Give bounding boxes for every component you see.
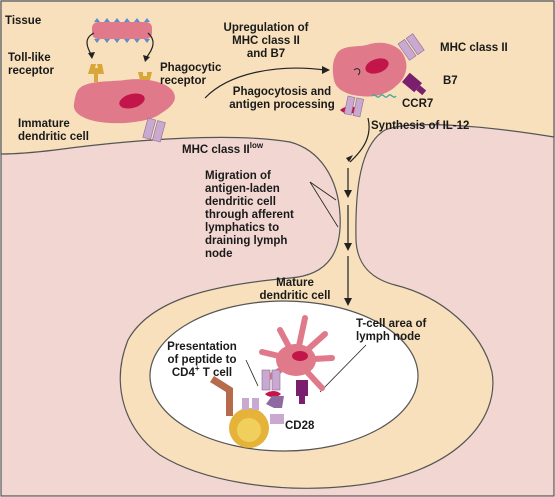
immature-dendritic-cell-label: Immature dendritic cell <box>18 118 89 143</box>
il12-synthesis-label: Synthesis of IL-12 <box>371 120 470 132</box>
upregulation-label: Upregulation of MHC class II and B7 <box>223 22 309 60</box>
immature-dendritic-cell <box>73 64 175 143</box>
presentation-label: Presentation of peptide to CD4+ T cell <box>154 328 250 380</box>
cd4-plus-superscript: + <box>194 364 200 374</box>
t-cell-area-label: T-cell area of lymph node <box>356 318 427 343</box>
tissue-label: Tissue <box>5 15 42 27</box>
t-cell-area <box>149 300 419 452</box>
mature-dendritic-cell <box>259 315 335 404</box>
phagocytosis-processing-label: Phagocytosis and antigen processing <box>229 86 335 111</box>
mhc-low-base: MHC class II <box>182 144 250 156</box>
presentation-text: Presentation of peptide to CD4 <box>167 341 237 379</box>
cd4-t-cell <box>210 376 284 448</box>
presentation-text-end: T cell <box>199 367 233 379</box>
migration-label: Migration of antigen-laden dendritic cel… <box>205 170 294 260</box>
pathogen <box>92 18 152 43</box>
mhc-class-ii-low-label: MHC class IIlow <box>182 131 263 157</box>
b7-label: B7 <box>443 75 458 87</box>
cd28-label: CD28 <box>285 420 315 432</box>
ccr7-label: CCR7 <box>402 98 434 110</box>
mhc-class-ii-label: MHC class II <box>440 42 508 54</box>
mhc-low-superscript: low <box>249 141 264 151</box>
toll-like-receptor-label: Toll-like receptor <box>8 52 55 77</box>
phagocytic-receptor-label: Phagocytic receptor <box>160 62 222 87</box>
activated-dendritic-cell <box>332 33 427 118</box>
mature-dendritic-cell-label: Mature dendritic cell <box>259 277 331 302</box>
